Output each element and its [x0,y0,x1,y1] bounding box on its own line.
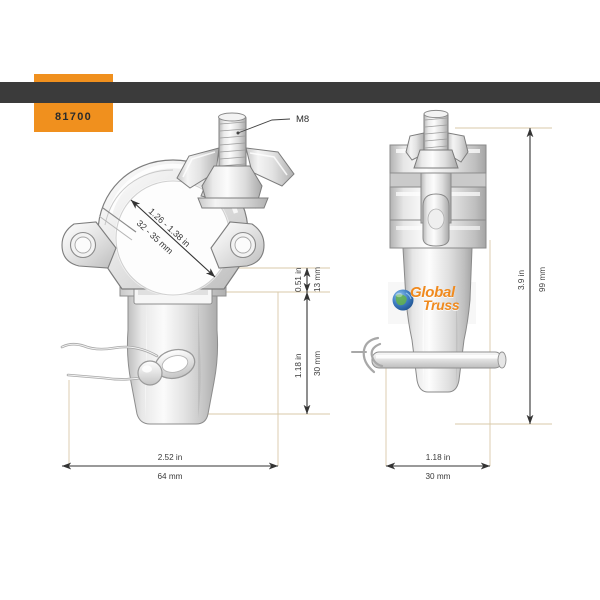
safety-r-clip [60,342,196,386]
wing-nut-collar [197,197,269,209]
dim-upper-height: 0.51 in 13 mm [294,267,322,293]
dim-width-metric: 64 mm [157,472,182,481]
dim-width-imperial: 2.52 in [158,453,183,462]
part-number-label: 81700 [54,111,93,123]
header-bar [0,82,600,103]
dim-side-width-imperial: 1.18 in [426,453,451,462]
ring-hinge-split [102,207,137,233]
threaded-stud [218,112,247,177]
wing-nut-hub [201,165,263,201]
side-view: 1.18 in 30 mm 3.9 in 99 mm [351,109,547,481]
front-view: 1.26 - 1.38 in 32 - 35 mm M8 0.51 in 13 … [60,112,322,481]
dim-overall-height: 3.9 in 99 mm [517,127,547,425]
wing-nut-assembly [176,112,295,209]
dim-height-metric: 99 mm [538,267,547,292]
dim-height-imperial: 3.9 in [517,270,526,290]
dim-upper-metric: 13 mm [313,267,322,292]
side-through-pin [371,351,507,369]
dim-lower-height: 1.18 in 30 mm [294,291,322,415]
bolt-boss-right [210,221,265,269]
pin-knob [137,360,163,386]
dim-upper-imperial: 0.51 in [294,267,303,292]
dim-side-width: 1.18 in 30 mm [385,453,491,481]
dim-side-width-metric: 30 mm [425,472,450,481]
label-m8: M8 [296,114,309,125]
side-lower-body [402,247,473,393]
dim-lower-metric: 30 mm [313,351,322,376]
annotation-m8: M8 [236,114,309,135]
globe-icon [392,289,414,311]
dim-lower-imperial: 1.18 in [294,353,303,378]
dim-overall-width: 2.52 in 64 mm [61,453,279,481]
side-wing-nut [405,109,469,169]
side-r-clip [351,336,384,374]
hinge-boss-left [61,221,117,269]
